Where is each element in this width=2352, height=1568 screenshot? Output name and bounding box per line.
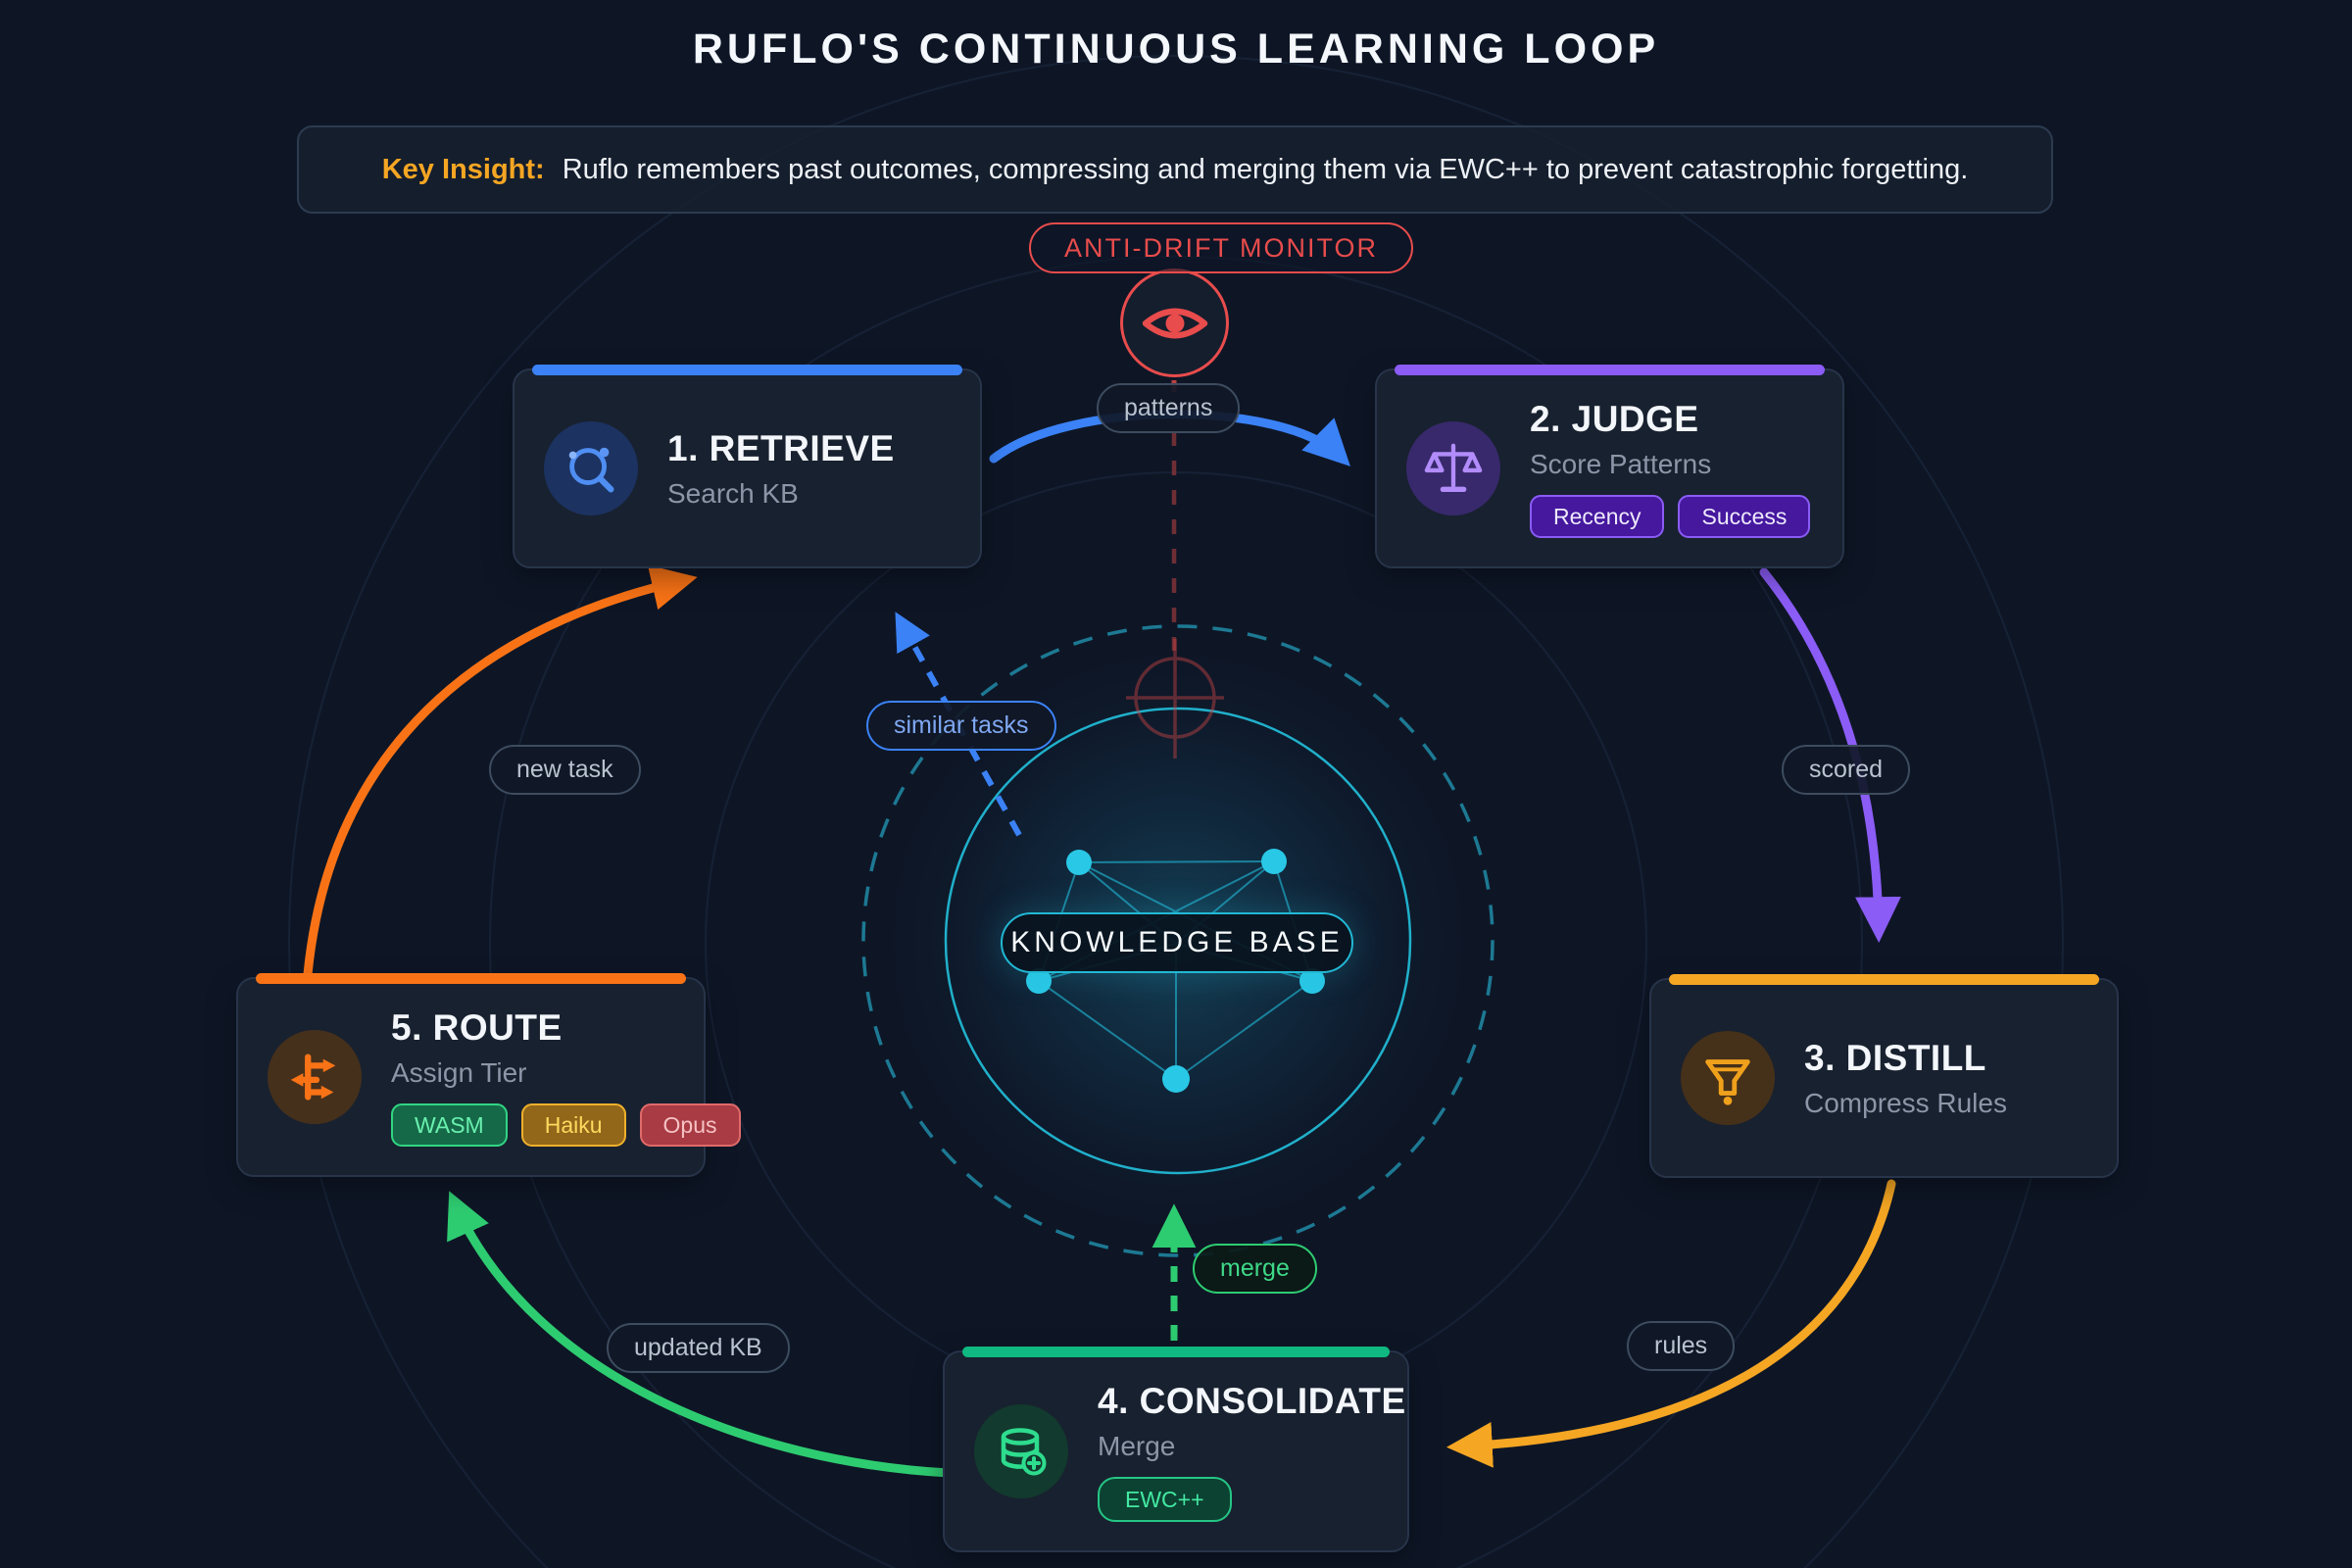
flow-label-patterns: patterns xyxy=(1097,383,1241,433)
stage-title: 4. CONSOLIDATE xyxy=(1098,1380,1406,1421)
stage-icon-circle xyxy=(1681,1031,1775,1125)
stage-subtitle: Search KB xyxy=(667,477,799,509)
stage-title: 5. ROUTE xyxy=(391,1006,563,1048)
badge-ewc: EWC++ xyxy=(1098,1476,1232,1523)
knowledge-base-label: KNOWLEDGE BASE xyxy=(1010,926,1344,958)
search-icon xyxy=(568,447,614,493)
stage-subtitle: Score Patterns xyxy=(1530,448,1712,479)
stage-card-retrieve: 1. RETRIEVE Search KB xyxy=(513,365,982,568)
flow-label-scored: scored xyxy=(1782,745,1911,795)
kb-solid-ring xyxy=(944,707,1412,1175)
flow-label-updated-kb: updated KB xyxy=(607,1323,790,1373)
key-insight-text: Ruflo remembers past outcomes, compressi… xyxy=(562,153,1969,185)
accent-bar xyxy=(256,973,686,984)
funnel-icon xyxy=(1705,1059,1750,1105)
flow-label-similar-tasks: similar tasks xyxy=(866,701,1056,751)
stage-card-consolidate: 4. CONSOLIDATE Merge EWC++ xyxy=(943,1347,1409,1552)
stage-subtitle: Assign Tier xyxy=(391,1056,527,1088)
accent-bar xyxy=(532,365,962,375)
knowledge-base-node: KNOWLEDGE BASE xyxy=(1001,912,1353,973)
flow-label-rules: rules xyxy=(1627,1321,1736,1371)
stage-title: 1. RETRIEVE xyxy=(667,427,895,468)
accent-bar xyxy=(1395,365,1825,375)
key-insight-label: Key Insight: xyxy=(381,153,545,185)
stage-icon-circle xyxy=(268,1030,362,1124)
anti-drift-monitor-node xyxy=(1120,269,1229,377)
route-icon xyxy=(290,1054,336,1101)
kb-dashed-ring xyxy=(861,624,1494,1257)
key-insight-banner: Key Insight: Ruflo remembers past outcom… xyxy=(297,125,2053,214)
stage-card-route: 5. ROUTE Assign Tier WASM Haiku Opus xyxy=(236,973,741,1177)
stage-subtitle: Compress Rules xyxy=(1804,1087,2007,1118)
kb-network-nodes xyxy=(1026,849,1325,1093)
badge-wasm: WASM xyxy=(391,1102,508,1148)
page-title: RUFLO'S CONTINUOUS LEARNING LOOP xyxy=(692,25,1660,73)
drift-crosshair xyxy=(1126,639,1224,759)
database-plus-icon xyxy=(1001,1428,1047,1476)
stage-title: 3. DISTILL xyxy=(1804,1037,1986,1078)
stage-icon-circle xyxy=(1406,421,1500,515)
stage-icon-circle xyxy=(974,1404,1068,1498)
badge-recency: Recency xyxy=(1530,494,1665,539)
stage-card-judge: 2. JUDGE Score Patterns Recency Success xyxy=(1375,365,1844,568)
stage-subtitle: Merge xyxy=(1098,1430,1176,1461)
arrow-consolidate-to-route xyxy=(447,1191,954,1478)
badge-opus: Opus xyxy=(639,1102,741,1148)
arrow-route-to-retrieve xyxy=(303,564,698,979)
badge-success: Success xyxy=(1678,494,1811,539)
stage-title: 2. JUDGE xyxy=(1530,398,1699,439)
anti-drift-monitor-badge: ANTI-DRIFT MONITOR xyxy=(1029,222,1413,273)
stage-card-distill: 3. DISTILL Compress Rules xyxy=(1649,974,2119,1178)
arrow-distill-to-consolidate xyxy=(1446,1179,1896,1468)
anti-drift-monitor-label: ANTI-DRIFT MONITOR xyxy=(1064,232,1378,263)
accent-bar xyxy=(962,1347,1390,1357)
eye-icon xyxy=(1142,308,1207,338)
stage-icon-circle xyxy=(544,421,638,515)
flow-label-merge: merge xyxy=(1193,1244,1317,1294)
accent-bar xyxy=(1669,974,2099,985)
flow-label-new-task: new task xyxy=(489,745,641,795)
badge-haiku: Haiku xyxy=(520,1102,626,1148)
scales-icon xyxy=(1424,443,1483,492)
arrow-judge-to-distill xyxy=(1759,567,1901,944)
